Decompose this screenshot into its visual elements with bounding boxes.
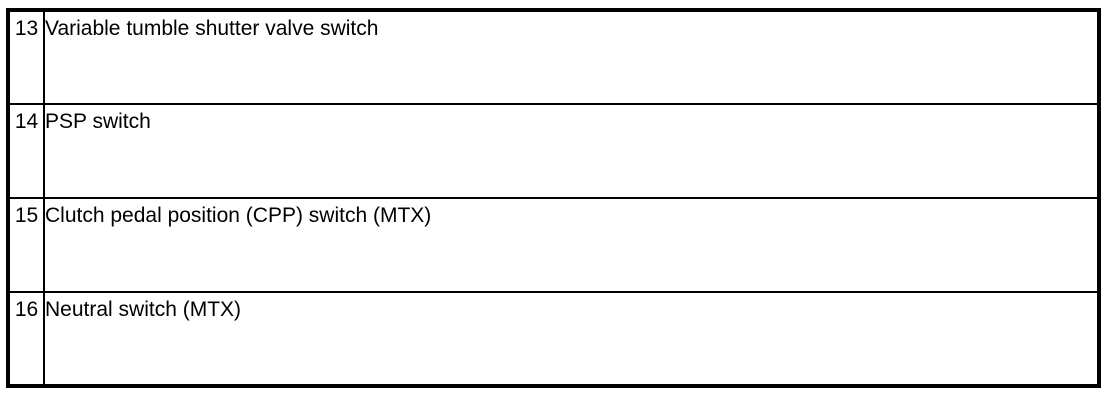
row-label: Variable tumble shutter valve switch xyxy=(43,9,1100,105)
row-number: 13 xyxy=(7,9,45,105)
row-label: PSP switch xyxy=(43,103,1100,199)
table-row: 16 Neutral switch (MTX) xyxy=(7,291,1100,387)
row-number: 14 xyxy=(7,103,45,199)
table-row: 14 PSP switch xyxy=(7,103,1100,199)
row-number: 16 xyxy=(7,291,45,387)
component-table: 13 Variable tumble shutter valve switch … xyxy=(6,8,1101,388)
row-label: Clutch pedal position (CPP) switch (MTX) xyxy=(43,197,1100,293)
table-row: 13 Variable tumble shutter valve switch xyxy=(7,9,1100,105)
row-number: 15 xyxy=(7,197,45,293)
table-row: 15 Clutch pedal position (CPP) switch (M… xyxy=(7,197,1100,293)
row-label: Neutral switch (MTX) xyxy=(43,291,1100,387)
